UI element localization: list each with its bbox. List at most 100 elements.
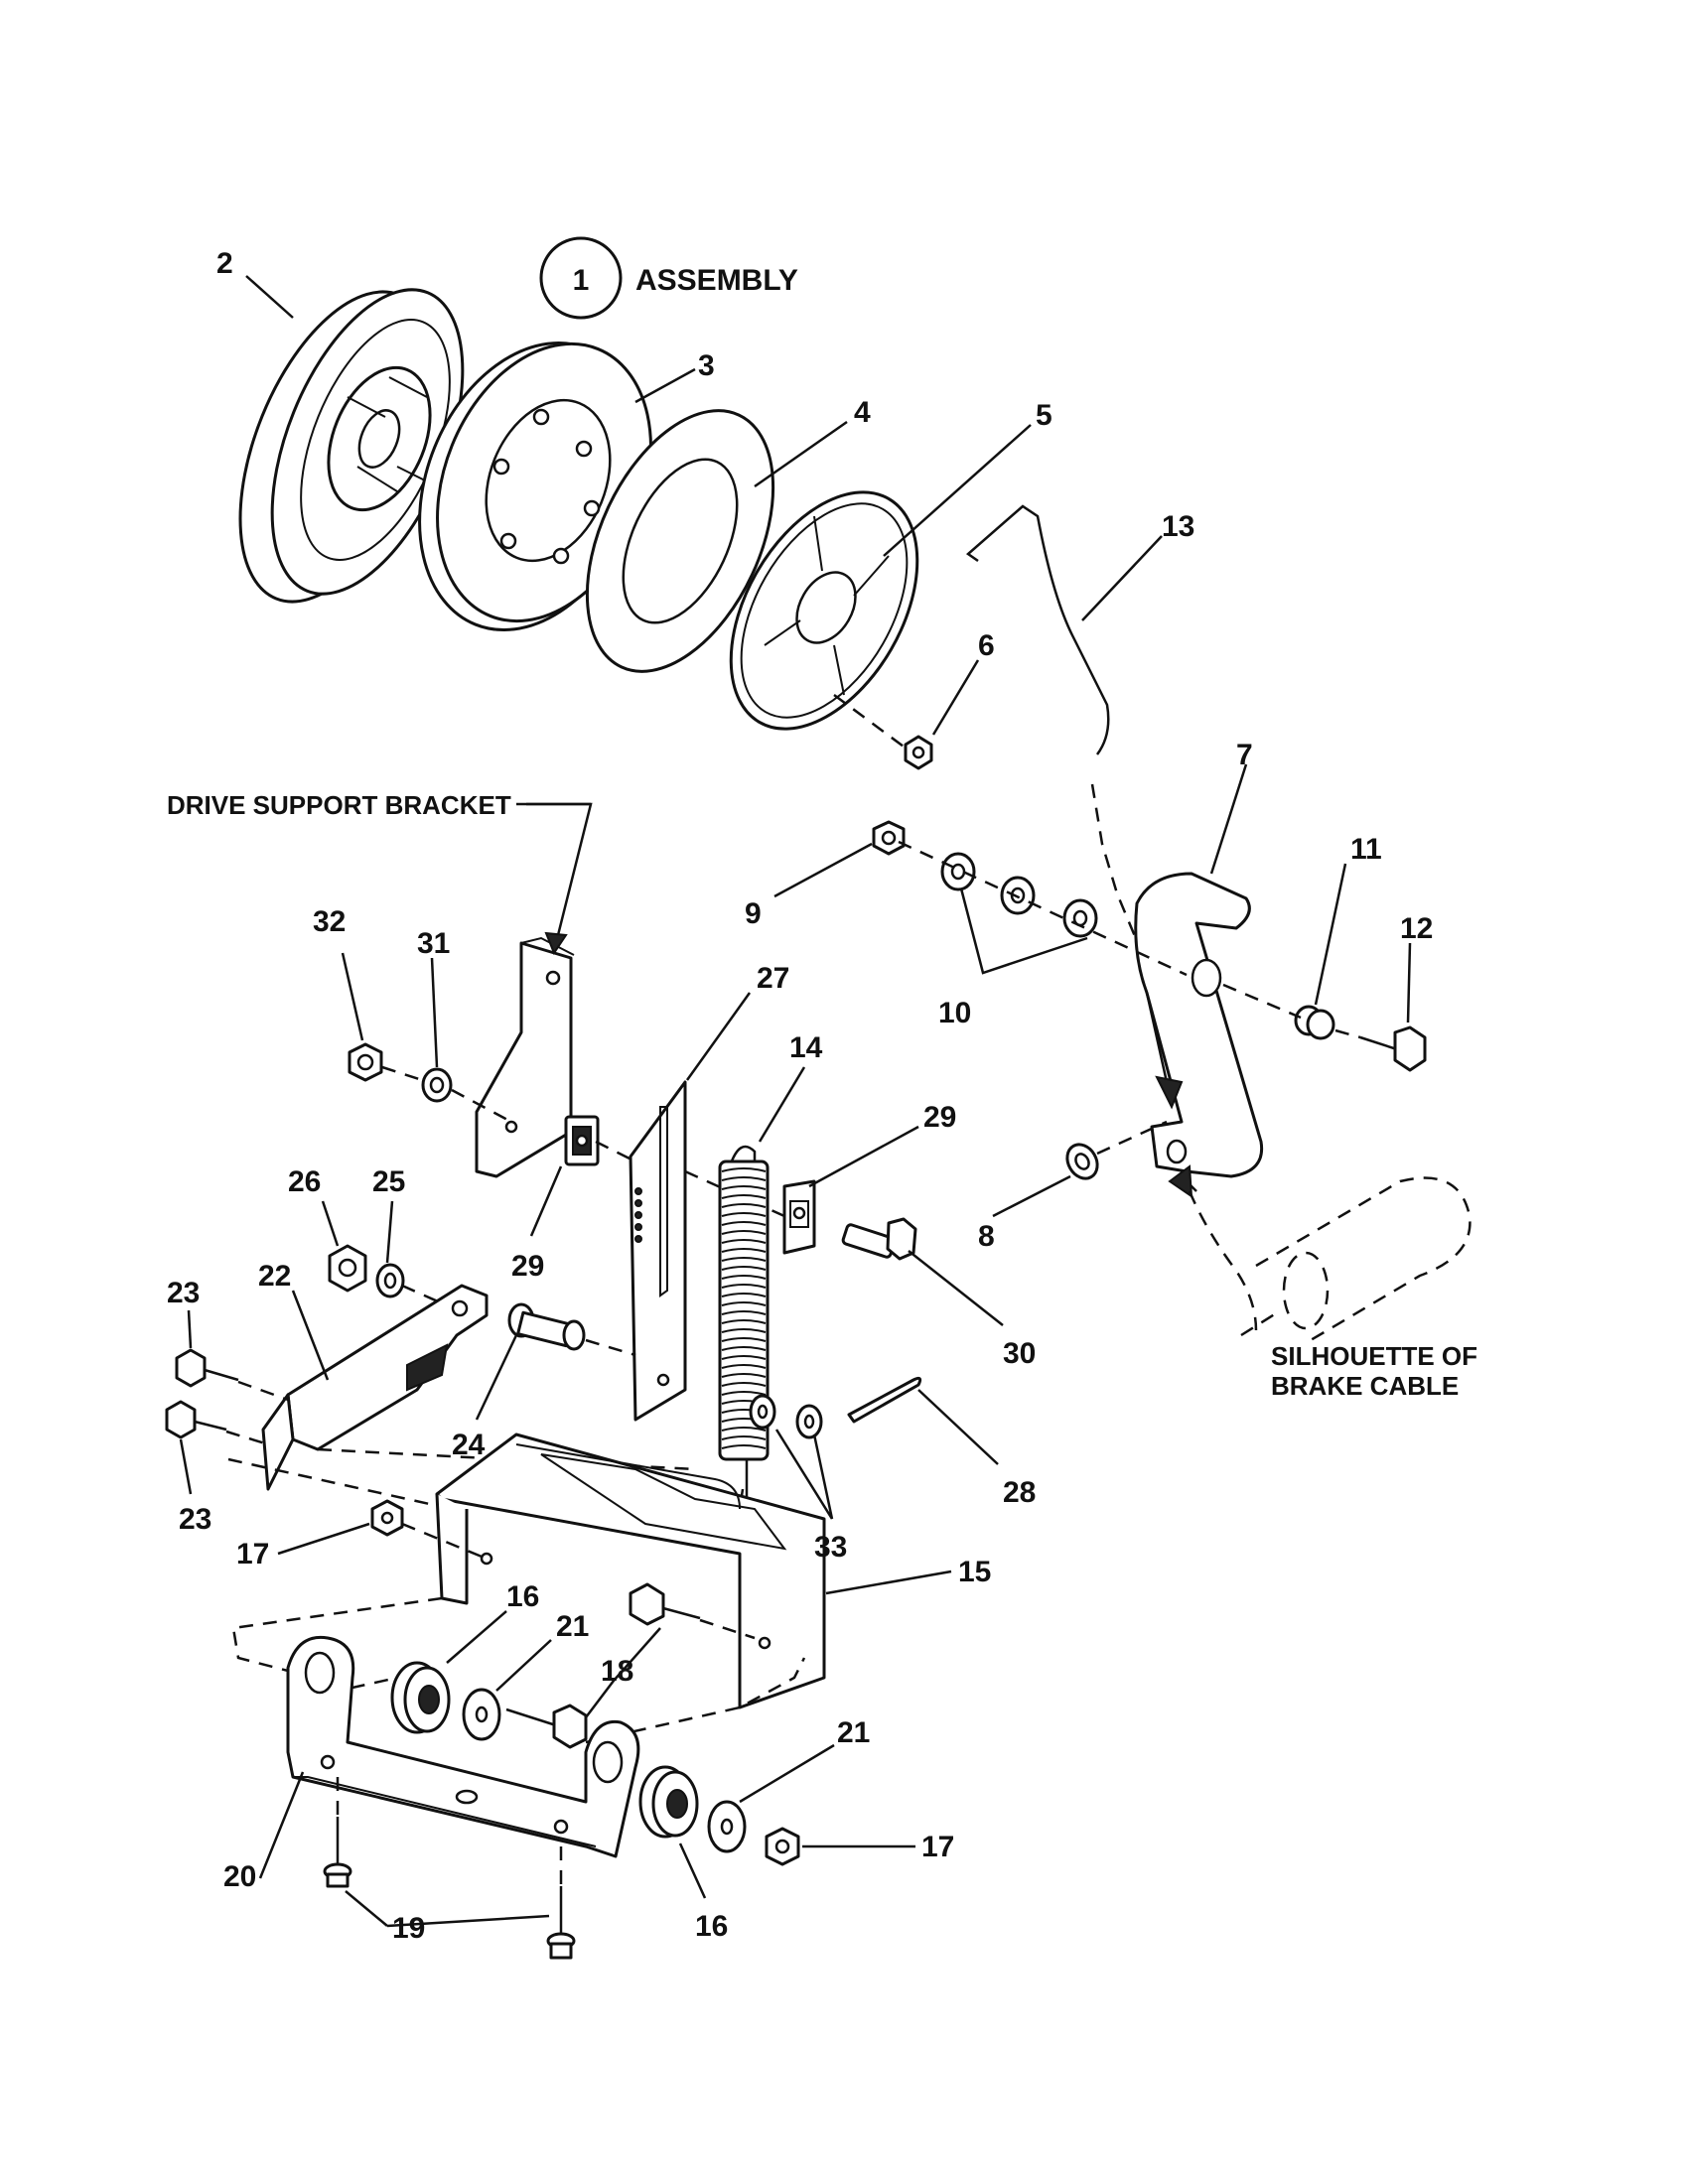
part-6-nut <box>904 735 933 770</box>
callout-5: 5 <box>1036 399 1052 432</box>
alignment-dash <box>381 1065 423 1082</box>
callout-26: 26 <box>288 1165 321 1198</box>
alignment-dash <box>227 1457 453 1511</box>
part-24-pivot-pin <box>507 1302 586 1351</box>
alignment-dash <box>833 693 905 749</box>
alignment-dash <box>898 840 1188 977</box>
callout-16-upper: 16 <box>506 1580 539 1613</box>
part-18-bolt-lower <box>505 1704 588 1749</box>
part-31-washer <box>421 1067 453 1103</box>
part-23-bolt-upper <box>175 1348 239 1388</box>
callout-33: 33 <box>814 1531 847 1564</box>
base-outline <box>231 1596 443 1690</box>
callout-17-lower: 17 <box>921 1831 954 1863</box>
callout-14: 14 <box>789 1031 823 1064</box>
assembly-label: ASSEMBLY <box>635 264 798 297</box>
part-27-slotted-plate <box>629 1080 687 1422</box>
callout-3: 3 <box>698 349 715 382</box>
part-17-nut-lower <box>765 1827 800 1866</box>
callout-30: 30 <box>1003 1337 1036 1370</box>
part-8-washer <box>1065 1143 1099 1180</box>
drive-support-bracket <box>475 936 575 1178</box>
part-32-nut <box>348 1042 383 1082</box>
alignment-dash <box>1096 1120 1168 1156</box>
callout-31: 31 <box>417 927 450 960</box>
callout-29-right: 29 <box>923 1101 956 1134</box>
brake-cable-caption-line1: SILHOUETTE OF <box>1271 1341 1477 1371</box>
callout-27: 27 <box>757 962 789 995</box>
brake-cable-silhouette <box>1168 1164 1472 1342</box>
part-25-washer <box>375 1263 405 1298</box>
callout-12: 12 <box>1400 912 1433 945</box>
callout-labels: 2 3 4 5 6 7 8 9 10 11 12 13 14 15 16 16 … <box>167 247 1433 1945</box>
part-7-brake-arm <box>1134 872 1264 1178</box>
callout-9: 9 <box>745 897 762 930</box>
callout-29-left: 29 <box>511 1250 544 1283</box>
callout-4: 4 <box>854 396 871 429</box>
callout-13: 13 <box>1162 510 1194 543</box>
part-33-washers <box>749 1394 823 1439</box>
callout-6: 6 <box>978 629 995 662</box>
part-13-brake-rod <box>965 504 1144 954</box>
callout-16-lower: 16 <box>695 1910 728 1943</box>
part-19-screw-left <box>323 1817 352 1888</box>
part-17-nut-upper <box>370 1499 404 1537</box>
callout-2: 2 <box>216 247 233 280</box>
callout-17-upper: 17 <box>236 1538 269 1570</box>
part-16-bushing-lower <box>638 1765 699 1839</box>
part-2-pulley <box>238 288 465 604</box>
callout-10: 10 <box>938 997 971 1029</box>
part-16-bushing-upper <box>390 1661 451 1734</box>
part-9-nut <box>872 820 906 856</box>
alignment-dash <box>401 1284 448 1307</box>
part-5-backing-plate <box>729 490 919 731</box>
part-30-bolt <box>841 1217 917 1261</box>
part-18-bolt-upper <box>629 1582 701 1626</box>
callout-24: 24 <box>452 1429 486 1461</box>
part-21-washer-lower <box>707 1800 747 1853</box>
alignment-dash <box>1222 983 1302 1020</box>
callout-25: 25 <box>372 1165 405 1198</box>
alignment-dash <box>585 1338 636 1357</box>
part-21-washer-upper <box>462 1688 501 1741</box>
part-10-washers <box>940 852 1098 938</box>
part-15-channel-bracket <box>435 1433 826 1709</box>
part-11-spacer <box>1294 1005 1335 1040</box>
callout-20: 20 <box>223 1860 256 1893</box>
part-29-slide-left <box>564 1115 600 1166</box>
part-4-brake-lining <box>585 409 775 673</box>
callout-28: 28 <box>1003 1476 1036 1509</box>
part-22-bracket <box>261 1284 489 1491</box>
callout-19: 19 <box>392 1912 425 1945</box>
alignment-dash <box>225 1430 269 1446</box>
part-28-cotter-pin <box>847 1376 922 1424</box>
callout-18: 18 <box>601 1655 633 1688</box>
callout-23-lower: 23 <box>179 1503 211 1536</box>
callout-21-lower: 21 <box>837 1716 870 1749</box>
part-29-slide-right <box>782 1179 816 1255</box>
alignment-dash <box>237 1380 289 1402</box>
part-14-spring <box>718 1145 770 1510</box>
alignment-dash <box>451 1088 512 1124</box>
part-12-bolt <box>1359 1025 1427 1072</box>
part-19-screw-right <box>546 1886 576 1960</box>
callout-21-upper: 21 <box>556 1610 589 1643</box>
callout-15: 15 <box>958 1556 991 1588</box>
assembly-number: 1 <box>573 264 590 297</box>
part-20-base-bracket <box>286 1635 640 1858</box>
callout-7: 7 <box>1236 739 1253 771</box>
base-outline <box>585 1657 806 1744</box>
alignment-dash <box>1334 1028 1361 1039</box>
part-26-nut <box>328 1244 367 1293</box>
callout-22: 22 <box>258 1260 291 1293</box>
alignment-dash <box>401 1522 488 1561</box>
callout-8: 8 <box>978 1220 995 1253</box>
part-23-bolt-lower <box>165 1400 227 1439</box>
callout-32: 32 <box>313 905 346 938</box>
assembly-title: 1 ASSEMBLY <box>539 236 798 320</box>
alignment-dash <box>595 1140 636 1163</box>
callout-23-upper: 23 <box>167 1277 200 1309</box>
callout-11: 11 <box>1350 833 1382 866</box>
alignment-dash <box>699 1618 756 1640</box>
